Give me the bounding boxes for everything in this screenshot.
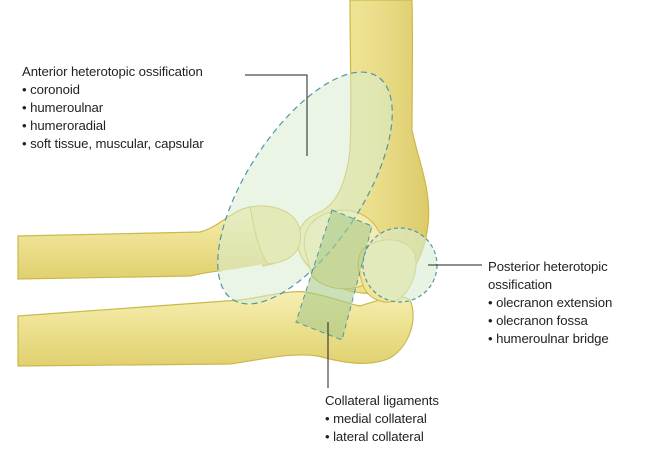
posterior-ossification-title-line2: ossification <box>488 276 612 294</box>
posterior-ossification-title-line1: Posterior heterotopic <box>488 258 612 276</box>
list-item: soft tissue, muscular, capsular <box>22 135 204 153</box>
list-item: olecranon extension <box>488 294 612 312</box>
collateral-ligaments-list: medial collateral lateral collateral <box>325 410 439 446</box>
collateral-ligaments-label: Collateral ligaments medial collateral l… <box>325 392 439 446</box>
posterior-ossification-list: olecranon extension olecranon fossa hume… <box>488 294 612 348</box>
list-item: humeroradial <box>22 117 204 135</box>
collateral-ligaments-title: Collateral ligaments <box>325 392 439 410</box>
anterior-ossification-list: coronoid humeroulnar humeroradial soft t… <box>22 81 204 153</box>
posterior-ossification-label: Posterior heterotopic ossification olecr… <box>488 258 612 348</box>
list-item: humeroulnar bridge <box>488 330 612 348</box>
anterior-ossification-title: Anterior heterotopic ossification <box>22 63 204 81</box>
anterior-ossification-label: Anterior heterotopic ossification corono… <box>22 63 204 153</box>
list-item: medial collateral <box>325 410 439 428</box>
list-item: coronoid <box>22 81 204 99</box>
list-item: lateral collateral <box>325 428 439 446</box>
list-item: olecranon fossa <box>488 312 612 330</box>
posterior-ossification-zone <box>363 228 437 302</box>
ulna-bone <box>18 292 413 366</box>
list-item: humeroulnar <box>22 99 204 117</box>
